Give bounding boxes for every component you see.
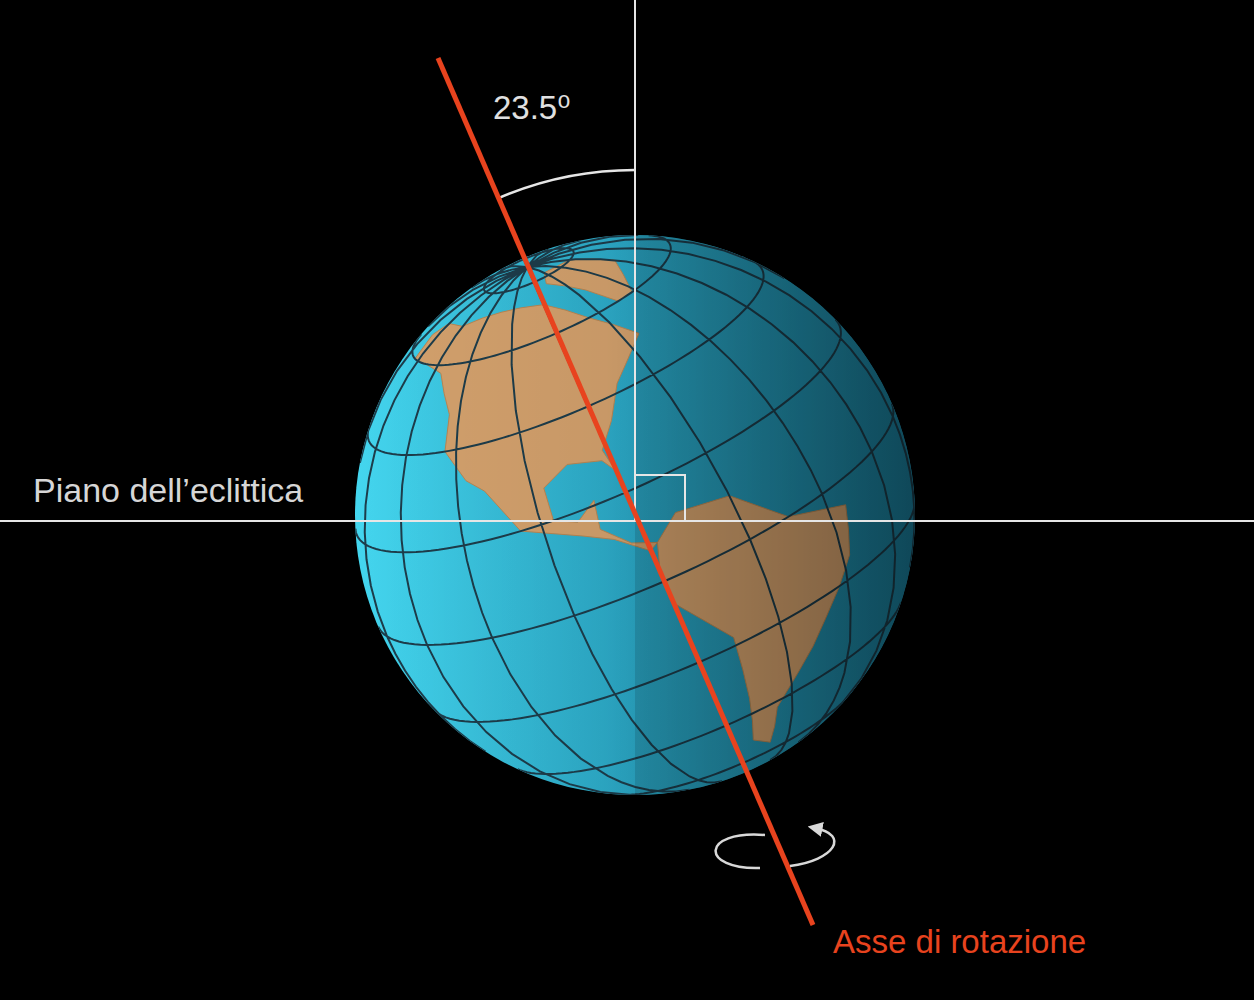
ecliptic-line bbox=[0, 520, 1254, 522]
shadow-half bbox=[635, 235, 915, 795]
angle-arc bbox=[497, 170, 635, 199]
angle-label: 23.5⁰ bbox=[493, 88, 570, 128]
vertical-line bbox=[634, 0, 636, 521]
right-angle-mark bbox=[635, 475, 685, 521]
axis-label: Asse di rotazione bbox=[833, 922, 1086, 962]
rotation-ellipse-back bbox=[716, 835, 765, 869]
plane-label: Piano dell’eclittica bbox=[33, 452, 323, 529]
rotation-axis bbox=[438, 58, 813, 925]
rotation-arrow bbox=[790, 828, 834, 866]
